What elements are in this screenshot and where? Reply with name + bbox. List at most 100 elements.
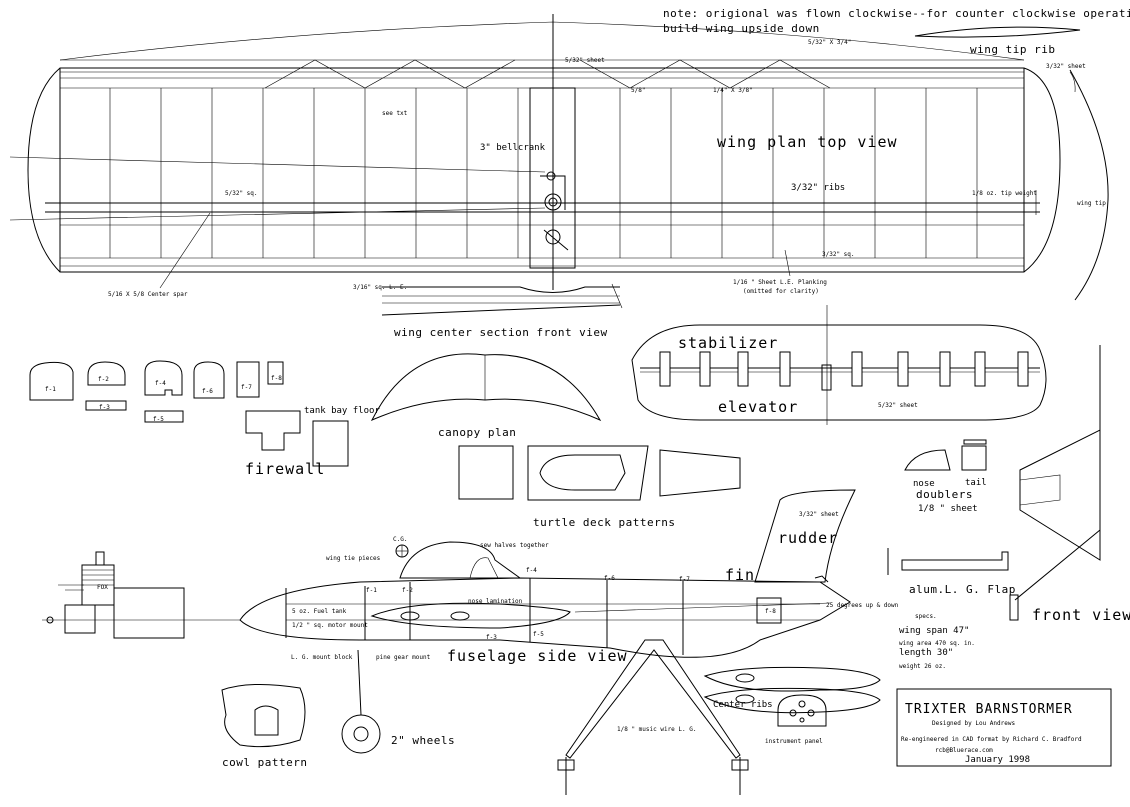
- title-block-title: TRIXTER BARNSTORMER: [905, 702, 1073, 717]
- center-spar-label: 5/16 X 5/8 Center spar: [108, 291, 188, 298]
- stab-rib: [1017, 351, 1029, 387]
- stab-rib: [779, 351, 791, 387]
- stab-rib: [699, 351, 711, 387]
- elevator-label: elevator: [718, 398, 798, 416]
- fuselage-f1: f-1: [366, 587, 377, 594]
- instrument-label: instrument panel: [765, 738, 823, 745]
- motor-mount-label: 1/2 " sq. motor mount: [292, 622, 368, 629]
- canopy-plan: [370, 353, 602, 422]
- wire-label: 1/8 " music wire L. G.: [617, 726, 696, 733]
- f6-label: f-6: [202, 388, 213, 395]
- stab-rib: [737, 351, 749, 387]
- title-block-email: rcb@Bluerace.com: [935, 747, 993, 754]
- fuselage-side: [42, 489, 856, 658]
- fin-label: fin: [725, 566, 755, 584]
- stabilizer-plan: [631, 305, 1047, 425]
- f2-label: f-2: [98, 376, 109, 383]
- fuselage-f5: f-5: [533, 631, 544, 638]
- front-view-label: front view: [1032, 606, 1130, 624]
- tip-weight-label: 1/8 oz. tip weight: [972, 190, 1037, 197]
- doublers-sheet: 1/8 " sheet: [918, 504, 978, 514]
- center-ribs-label: Center ribs: [713, 700, 773, 710]
- f4-label: f-4: [155, 380, 166, 387]
- lg-block-label: L. G. mount block: [291, 654, 353, 661]
- fuselage-f6: f-6: [604, 575, 615, 582]
- title-block-designer: Designed by Lou Andrews: [932, 720, 1015, 727]
- stab-rib: [897, 351, 909, 387]
- former-set: [29, 360, 349, 467]
- wing-title: wing plan top view: [717, 133, 898, 151]
- le-planking-1: 1/16 " Sheet L.E. Planking: [733, 279, 827, 286]
- stab-rib: [939, 351, 951, 387]
- sew-label: sew halves together: [480, 542, 549, 549]
- rudder-label: rudder: [778, 529, 838, 547]
- fuselage-f4: f-4: [526, 567, 537, 574]
- nose-doubler: [904, 449, 951, 471]
- title-block-date: January 1998: [965, 755, 1030, 765]
- f3-label: f-3: [99, 404, 110, 411]
- wing-tip-outline: [1069, 69, 1109, 301]
- stab-rib: [851, 351, 863, 387]
- title-block: [896, 688, 1112, 767]
- wing-tip-label: wing tip: [1077, 200, 1106, 207]
- doublers-title: doublers: [916, 488, 973, 501]
- wing-ribs-label: 3/32" ribs: [791, 183, 845, 193]
- firewall-label: firewall: [245, 460, 325, 478]
- f1-label: f-1: [45, 386, 56, 393]
- stab-rib: [659, 351, 671, 387]
- wing-sq-left: 5/32" sq.: [225, 190, 258, 197]
- specs-area: wing area 470 sq. in.: [899, 640, 975, 647]
- fuselage-f2: f-2: [402, 587, 413, 594]
- stab-rib: [974, 351, 986, 387]
- wing-sq-right: 3/32" sq.: [822, 251, 855, 258]
- center-rib-2: [703, 687, 881, 714]
- wing-note-a: see txt: [382, 110, 408, 117]
- flap-label: alum.L. G. Flap: [909, 583, 1016, 596]
- turtle-deck: [458, 445, 741, 501]
- note-line-1: note: origional was flown clockwise--for…: [663, 7, 1130, 20]
- f5-label: f-5: [153, 416, 164, 423]
- fuselage-title: fuselage side view: [447, 647, 628, 665]
- f7-label: f-7: [241, 384, 252, 391]
- specs-title: specs.: [915, 613, 937, 620]
- cowl-label: cowl pattern: [222, 756, 307, 769]
- cg-symbol: [395, 544, 409, 558]
- nose-lam-label: nose lamination: [468, 598, 523, 605]
- fuselage-f7: f-7: [679, 576, 690, 583]
- center-section-title: wing center section front view: [394, 326, 608, 339]
- wing-note-b: 1/4" X 3/8": [713, 87, 753, 94]
- title-block-cad: Re-engineered in CAD format by Richard C…: [901, 736, 1082, 743]
- rudder-sheet-label: 3/32" sheet: [799, 511, 839, 518]
- canopy-label: canopy plan: [438, 426, 516, 439]
- specs-weight: weight 26 oz.: [899, 663, 946, 670]
- tip-rib-label: wing tip rib: [970, 43, 1055, 56]
- fuel-tank-label: 5 oz. Fuel tank: [292, 608, 347, 615]
- cowl-pattern: [221, 683, 306, 748]
- le-sq-label: 3/16" sq. L. E.: [353, 284, 407, 291]
- specs-span: wing span 47": [899, 626, 969, 636]
- instrument-panel: [777, 694, 827, 727]
- degrees-label: 25 degrees up & down: [826, 602, 899, 609]
- wing-top-dim: 5/32" X 3/4": [808, 39, 851, 46]
- fox-label: FOX: [97, 584, 108, 591]
- tank-bay-label: tank bay floor: [304, 406, 380, 416]
- front-view: [1009, 345, 1101, 621]
- wing-plan: [9, 14, 1061, 290]
- stab-sheet-label: 5/32" sheet: [878, 402, 918, 409]
- center-rib-1: [703, 666, 881, 692]
- pine-gear-label: pine gear mount: [376, 654, 431, 661]
- f8-label: f-8: [271, 375, 282, 382]
- wing-tip-rib: [914, 26, 1081, 38]
- wing-sheet-label: 5/32" sheet: [565, 57, 605, 64]
- turtle-label: turtle deck patterns: [533, 516, 675, 529]
- bellcrank-label: 3" bellcrank: [480, 143, 546, 153]
- wheels-label: 2" wheels: [391, 734, 455, 747]
- le-planking-2: (omitted for clarity): [743, 288, 819, 295]
- wing-tie-label: wing tie pieces: [326, 555, 381, 562]
- landing-gear: [341, 639, 749, 795]
- wing-note-c: 5/8": [631, 87, 645, 94]
- center-section-front: [381, 283, 623, 316]
- fuselage-f8: f-8: [765, 608, 776, 615]
- cg-label: C.G.: [393, 536, 407, 543]
